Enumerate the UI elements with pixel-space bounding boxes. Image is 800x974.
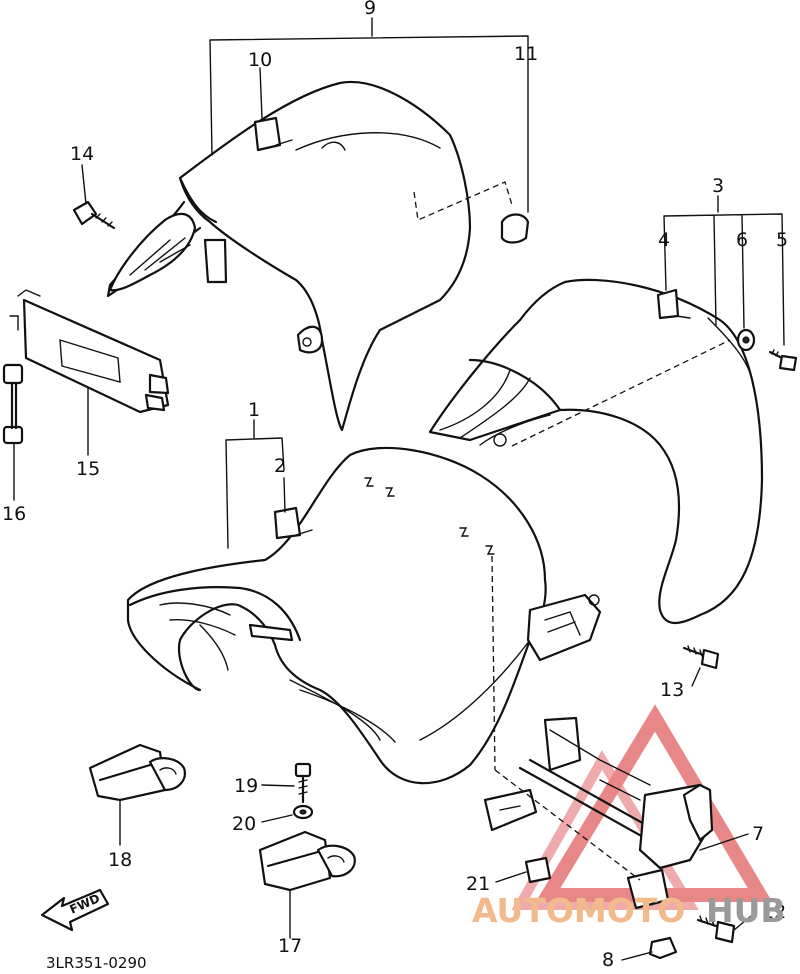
part-number-labels: 9 10 11 14 15 16 3 4 6 5 1 2 13 19 20 18… (2, 0, 788, 971)
label-6: 6 (736, 229, 748, 251)
label-10: 10 (248, 49, 272, 71)
washer-6 (736, 328, 756, 352)
main-seat-1 (126, 446, 547, 785)
watermark-text-hub: HUB (706, 891, 786, 930)
seat-bracket-15 (9, 289, 170, 414)
leader-lines (13, 17, 785, 961)
label-12: 12 (762, 901, 786, 923)
label-1: 1 (248, 399, 260, 421)
label-5: 5 (776, 229, 788, 251)
bolt-12 (696, 915, 736, 944)
seat-frame-bracket (526, 593, 602, 662)
washer-20 (292, 804, 314, 820)
label-2: 2 (274, 455, 286, 477)
fwd-arrow (40, 888, 110, 932)
label-4: 4 (658, 229, 670, 251)
seat-band-16 (2, 363, 24, 445)
bolt-14 (72, 200, 116, 230)
label-21: 21 (466, 873, 490, 895)
rear-seat-top (106, 80, 530, 432)
watermark-text-automoto: AUTOMOTO (472, 891, 685, 930)
label-20: 20 (232, 813, 256, 835)
seat-hinge-18 (88, 743, 186, 802)
label-18: 18 (108, 849, 132, 871)
screw-5 (768, 349, 798, 372)
seat-hinge-17 (258, 830, 356, 892)
nut-8 (648, 936, 678, 960)
label-8: 8 (602, 949, 614, 971)
label-3: 3 (712, 175, 724, 197)
bolt-13 (682, 645, 720, 670)
label-14: 14 (70, 143, 94, 165)
label-15: 15 (76, 458, 100, 480)
label-19: 19 (234, 775, 258, 797)
seat-lock-assembly-7 (483, 716, 714, 910)
label-17: 17 (278, 935, 302, 957)
label-7: 7 (752, 823, 764, 845)
clip-21 (524, 856, 552, 884)
drawing-code: 3LR351-0290 (46, 954, 147, 972)
bolt-19 (294, 762, 312, 804)
label-13: 13 (660, 679, 684, 701)
label-16: 16 (2, 503, 26, 525)
label-9: 9 (364, 0, 376, 19)
label-11: 11 (514, 43, 538, 65)
